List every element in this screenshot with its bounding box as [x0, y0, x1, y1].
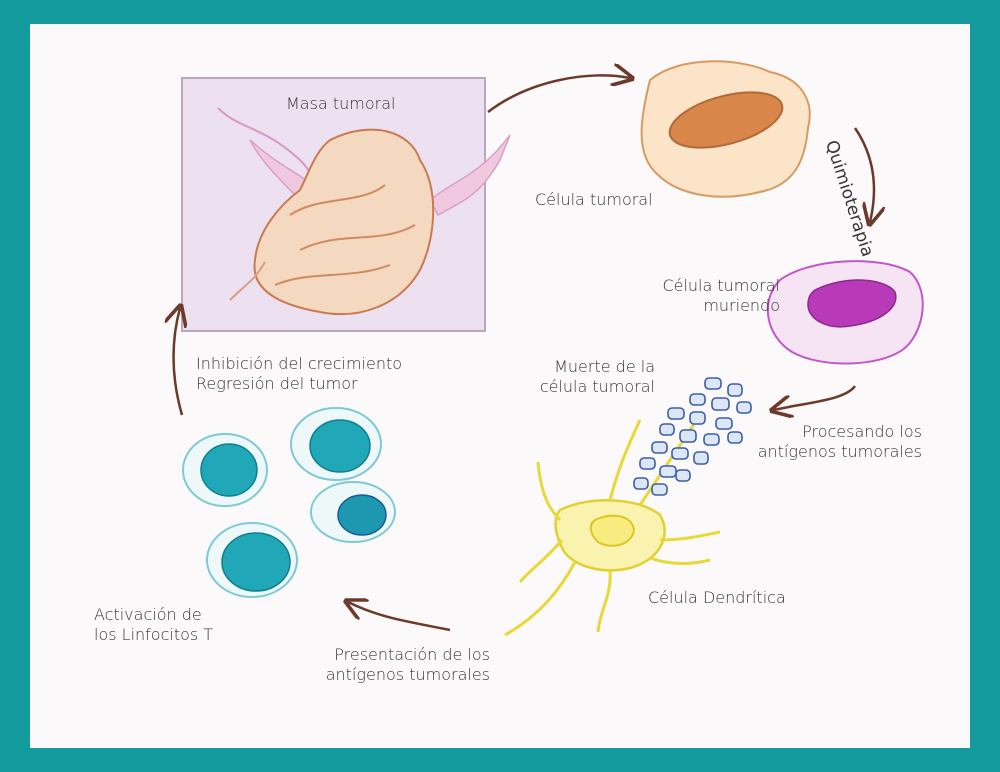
label-inhibition-line2: Regresión del tumor: [196, 374, 358, 393]
label-death-line2: célula tumoral: [539, 377, 655, 396]
arrow-chemo: [853, 127, 874, 222]
label-dendritic-cell: Célula Dendrítica: [648, 588, 786, 607]
arrow-presentation: [348, 602, 451, 632]
antigen-fragments-illustration: [633, 377, 752, 496]
label-tumor-mass: Masa tumoral: [286, 94, 396, 113]
tumor-mass-illustration: [181, 77, 511, 332]
label-tumor-cell: Célula tumoral: [535, 190, 653, 209]
label-activation-line2: los Linfocitos T: [94, 625, 214, 644]
label-growth-inhibition: Inhibición del crecimiento Regresión del…: [196, 354, 402, 394]
label-dying-cell: Célula tumoral muriendo: [610, 276, 780, 316]
arrow-inhibition: [173, 308, 182, 416]
label-inhibition-line1: Inhibición del crecimiento: [196, 354, 403, 373]
label-activation-line1: Activación de: [94, 605, 202, 624]
label-t-cell-activation: Activación de los Linfocitos T: [94, 605, 213, 645]
label-death-line1: Muerte de la: [554, 357, 655, 376]
arrow-mass-to-cell: [487, 75, 630, 113]
arrow-processing: [774, 385, 857, 410]
label-processing-line1: Procesando los: [802, 422, 922, 441]
label-dying-cell-line2: muriendo: [703, 296, 780, 315]
dying-tumor-cell-illustration: [766, 260, 924, 365]
tumor-cell-illustration: [640, 60, 811, 198]
label-dying-cell-line1: Célula tumoral: [662, 276, 780, 295]
label-processing-antigens: Procesando los antígenos tumorales: [745, 422, 922, 462]
label-tumor-cell-death: Muerte de la célula tumoral: [530, 357, 655, 397]
label-presentation-line1: Presentación de los: [334, 645, 490, 664]
label-presentation-line2: antígenos tumorales: [325, 665, 490, 684]
label-antigen-presentation: Presentación de los antígenos tumorales: [320, 645, 490, 685]
label-processing-line2: antígenos tumorales: [757, 442, 922, 461]
t-cells-illustration: [182, 407, 396, 598]
dendritic-cell-illustration: [504, 414, 721, 637]
